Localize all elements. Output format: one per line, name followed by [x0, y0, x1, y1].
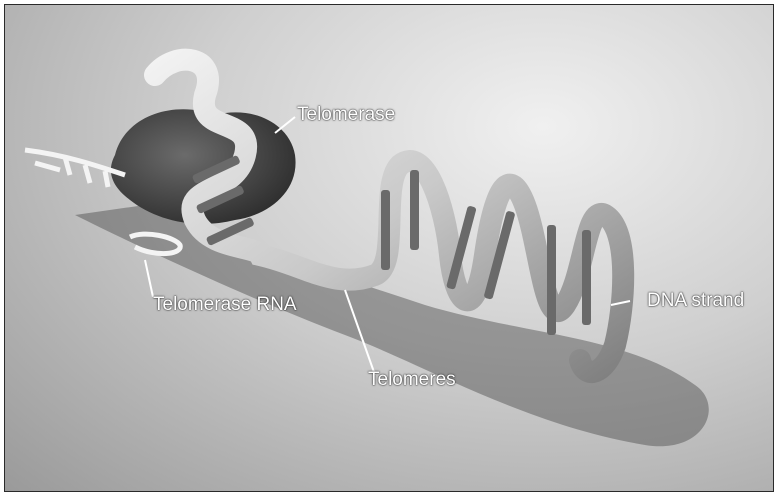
- label-telomerase-rna: Telomerase RNA: [153, 294, 297, 316]
- diagram-frame: Telomerase Telomerase RNA Telomeres DNA …: [4, 4, 774, 492]
- label-telomeres: Telomeres: [368, 369, 456, 391]
- label-dna-strand: DNA strand: [647, 290, 744, 312]
- label-telomerase: Telomerase: [297, 104, 395, 126]
- dna-illustration: [5, 5, 774, 492]
